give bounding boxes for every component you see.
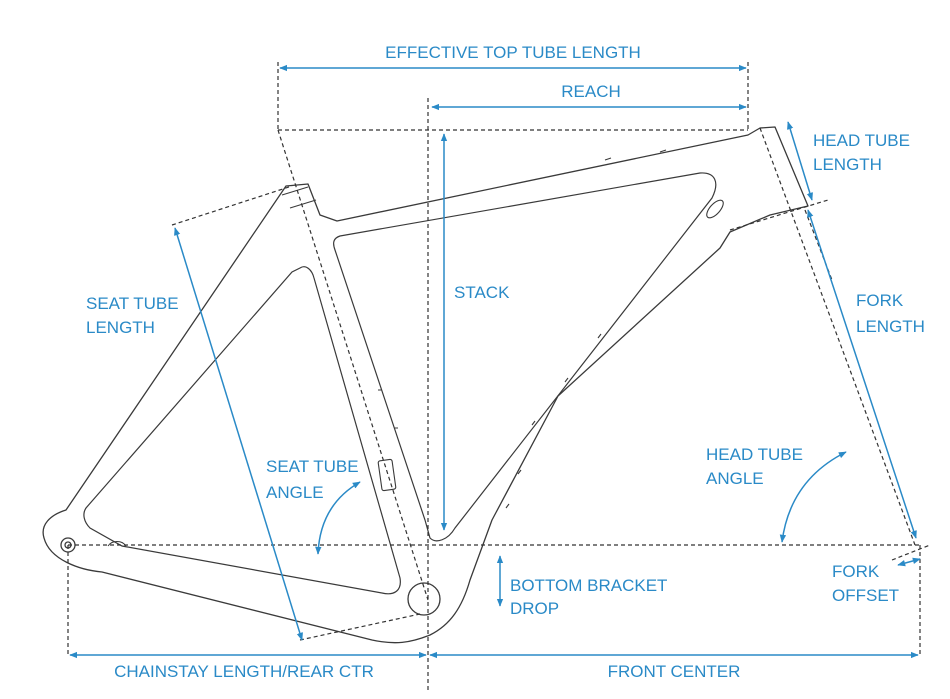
headtube-bottom-perp: [729, 199, 829, 231]
label-stack: STACK: [454, 283, 510, 302]
rear-triangle-inner: [83, 266, 401, 595]
label-effective-top-tube-length: EFFECTIVE TOP TUBE LENGTH: [385, 43, 641, 62]
fork-axis: [759, 127, 916, 546]
label-seat-tube-angle-line2: ANGLE: [266, 483, 324, 502]
label-seat-tube-angle-line1: SEAT TUBE: [266, 457, 359, 476]
label-head-tube-angle-line2: ANGLE: [706, 469, 764, 488]
label-bottom-bracket-drop-line2: DROP: [510, 599, 559, 618]
label-head-tube-length-line2: LENGTH: [813, 155, 882, 174]
label-head-tube-length-line1: HEAD TUBE: [813, 131, 910, 150]
label-fork-length-line1: FORK: [856, 291, 904, 310]
bike-frame: [42, 126, 809, 644]
bottle-bosses-seattube: [378, 389, 398, 429]
label-chainstay-length: CHAINSTAY LENGTH/REAR CTR: [114, 662, 374, 681]
seat-tube-top-perp: [171, 185, 293, 226]
label-reach: REACH: [561, 82, 621, 101]
cable-port: [706, 199, 724, 219]
head-tube-length-arrow: [787, 121, 813, 201]
label-front-center: FRONT CENTER: [608, 662, 741, 681]
head-tube-angle-arc: [779, 451, 847, 543]
label-fork-offset-line1: FORK: [832, 562, 880, 581]
label-seat-tube-length-line1: SEAT TUBE: [86, 294, 179, 313]
fork-length-arrow: [807, 209, 917, 539]
label-fork-length-line2: LENGTH: [856, 317, 925, 336]
seat-tube-length-arrow: [174, 227, 303, 641]
frame-outer-outline: [42, 126, 809, 644]
main-triangle-inner: [333, 172, 717, 542]
label-fork-offset-line2: OFFSET: [832, 586, 899, 605]
derailleur-mount: [377, 458, 397, 492]
fork-offset-tick: [891, 544, 931, 561]
seat-tube-angle-arc: [315, 481, 361, 555]
bottom-bracket-shell: [407, 582, 441, 616]
dimension-labels: EFFECTIVE TOP TUBE LENGTH REACH HEAD TUB…: [86, 43, 925, 681]
dimension-arrows: [69, 64, 921, 659]
label-head-tube-angle-line1: HEAD TUBE: [706, 445, 803, 464]
label-bottom-bracket-drop-line1: BOTTOM BRACKET: [510, 576, 667, 595]
label-seat-tube-length-line2: LENGTH: [86, 318, 155, 337]
seat-tube-axis: [277, 129, 429, 601]
bottle-bosses-downtube: [505, 149, 667, 509]
fork-offset-arrow: [897, 557, 921, 567]
seat-collar: [281, 186, 317, 209]
